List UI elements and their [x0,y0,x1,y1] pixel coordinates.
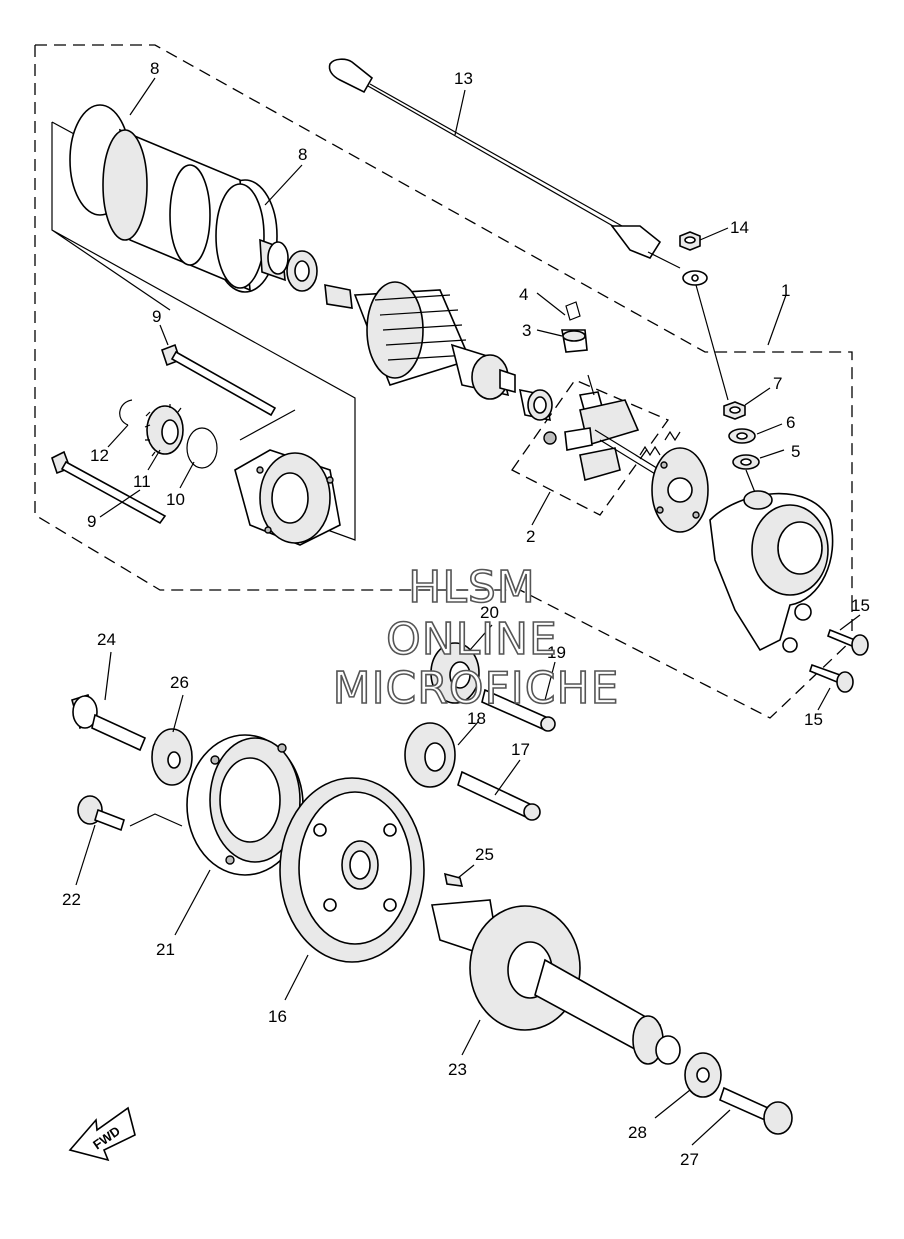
bolt-22-leader [129,813,183,827]
washer-part-5[interactable] [732,454,760,470]
bolt-part-15-lower[interactable] [809,663,854,693]
washer-part-28[interactable] [684,1052,722,1098]
callout-23: 23 [448,1060,467,1079]
nut-part-14[interactable] [679,231,701,251]
bolt-part-15-upper[interactable] [827,628,869,656]
washer-part-26[interactable] [151,728,193,786]
watermark-line-2: ONLINE [386,614,558,665]
starter-motor-outline [34,44,853,719]
callout-8b: 8 [298,145,307,164]
callout-5: 5 [791,442,800,461]
circlip-part-4[interactable] [565,301,581,321]
callout-21: 21 [156,940,175,959]
watermark-line-1: HLSM [408,562,536,613]
rear-cover[interactable] [709,490,834,653]
callout-1: 1 [781,281,790,300]
brush-plate[interactable] [651,447,709,533]
brush-holder-outline [511,379,669,516]
callout-22: 22 [62,890,81,909]
key-part-25[interactable] [443,872,464,887]
callout-9b: 9 [87,512,96,531]
pinion-gear-part-11[interactable] [144,404,184,457]
callout-14: 14 [730,218,749,237]
callout-15a: 15 [851,596,870,615]
through-bolt-part-9-lower[interactable] [51,450,167,525]
bolt-part-24[interactable] [71,693,147,752]
callout-16: 16 [268,1007,287,1026]
idler-gear-part-20[interactable] [430,642,480,704]
brush-holder-set[interactable] [543,374,681,482]
o-ring-part-10[interactable] [186,427,218,469]
callout-8a: 8 [150,59,159,78]
callout-20: 20 [480,603,499,622]
callout-12: 12 [90,446,109,465]
motor-yoke[interactable] [102,128,289,292]
callout-10: 10 [166,490,185,509]
bearing[interactable] [286,250,318,292]
starter-clutch-part-21[interactable] [186,734,304,876]
callout-11: 11 [133,472,151,491]
forward-arrow-icon: FWD [68,1106,136,1162]
callout-26: 26 [170,673,189,692]
nut-part-7[interactable] [723,401,746,420]
callout-19: 19 [547,643,566,662]
callout-28: 28 [628,1123,647,1142]
armature[interactable] [324,281,516,400]
callout-13: 13 [454,69,473,88]
callout-25: 25 [475,845,494,864]
callout-7: 7 [773,374,782,393]
starter-shaft-part-23[interactable] [431,899,681,1065]
callout-2: 2 [526,527,535,546]
circlip-part-12[interactable] [119,399,133,426]
shaft-part-17[interactable] [457,770,541,821]
callout-4: 4 [519,285,528,304]
callout-17: 17 [511,740,530,759]
starter-wheel-gear-part-16[interactable] [279,777,425,963]
bolt-part-22[interactable] [77,795,125,832]
leader-lines [75,77,861,1146]
callout-6: 6 [786,413,795,432]
lead-wire[interactable] [328,58,708,286]
front-cover[interactable] [234,449,341,546]
callout-24: 24 [97,630,116,649]
watermark-line-3: MICROFICHE [333,663,620,714]
through-bolt-part-9-upper[interactable] [160,343,277,417]
collar-part-3[interactable] [561,329,588,353]
callout-15b: 15 [804,710,823,729]
washer-part-6[interactable] [728,428,756,444]
callout-9a: 9 [152,307,161,326]
shaft-part-19[interactable] [481,688,556,732]
bolt-part-27[interactable] [719,1086,793,1135]
needle-bearing[interactable] [518,388,553,422]
idler-gear-part-18[interactable] [404,722,456,788]
callout-3: 3 [522,321,531,340]
callout-18: 18 [467,709,486,728]
callout-27: 27 [680,1150,699,1169]
